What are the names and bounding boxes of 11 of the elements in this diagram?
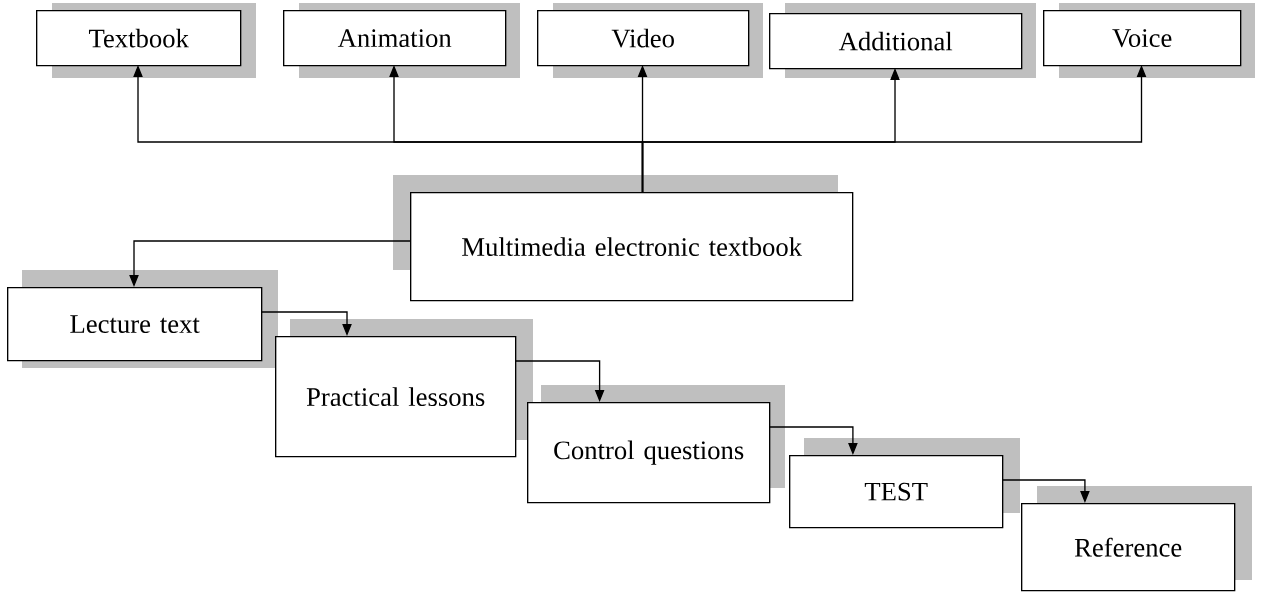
shadowed-box: TEST — [789, 438, 1020, 529]
shadowed-box: Video — [537, 3, 763, 78]
shadowed-box: Lecture text — [7, 270, 278, 368]
shadowed-box: Textbook — [36, 3, 256, 78]
shadowed-box: Control questions — [527, 385, 785, 504]
shadowed-box: Multimedia electronic textbook — [393, 175, 854, 302]
shadowed-box: Animation — [283, 3, 520, 78]
shadowed-box: Reference — [1021, 486, 1252, 592]
shadowed-box: Voice — [1043, 3, 1255, 78]
shadowed-box: Additional — [769, 3, 1036, 78]
shadowed-box: Practical lessons — [275, 319, 533, 458]
